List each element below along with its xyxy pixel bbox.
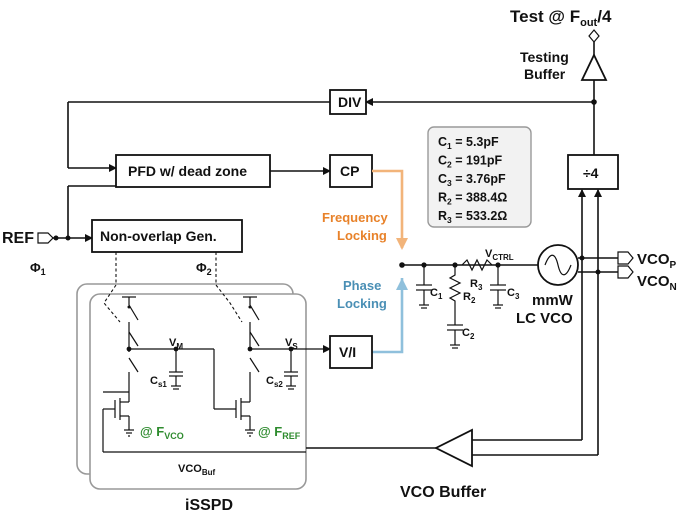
component-values-box xyxy=(427,126,532,228)
component-values-list: C1 = 5.3pF C2 = 191pF C3 = 3.76pF R2 = 388.… xyxy=(438,135,507,225)
at-fref-label: @ FREF xyxy=(258,424,301,441)
vctrl-label: VCTRL xyxy=(485,248,514,262)
frequency-locking-label-2: Locking xyxy=(337,228,387,243)
component-value-row: C2 = 191pF xyxy=(438,154,503,170)
iss-pd-label: iSSPD xyxy=(185,497,233,514)
cp-label: CP xyxy=(340,163,359,179)
ref-port xyxy=(37,232,54,244)
vcon-port xyxy=(617,265,634,279)
phi1-label: Φ1 xyxy=(30,260,46,277)
testing-buffer-label-1: Testing xyxy=(520,49,569,65)
c1-label: C1 xyxy=(430,287,443,301)
sine-wave-icon xyxy=(544,254,572,276)
iss-pd-right-channel xyxy=(213,296,331,437)
test-output-port xyxy=(588,29,600,43)
c2-label: C2 xyxy=(462,327,475,341)
vs-label: VS xyxy=(285,337,298,351)
frequency-locking-path xyxy=(372,169,404,248)
vcobuf-label: VCOBuf xyxy=(178,463,216,477)
r3-label: R3 xyxy=(470,278,483,292)
component-value-row: C1 = 5.3pF xyxy=(438,135,499,151)
vco-label-1: mmW xyxy=(532,292,574,309)
phase-locking-path xyxy=(372,278,404,354)
vcop-label: VCOP xyxy=(637,251,677,271)
vi-block xyxy=(329,335,373,369)
test-output-label: Test @ Fout/4 xyxy=(510,7,612,29)
testing-buffer xyxy=(580,52,608,81)
div-label: DIV xyxy=(338,94,362,110)
cs1-label: Cs1 xyxy=(150,375,167,389)
c3-label: C3 xyxy=(507,287,520,301)
component-value-row: R2 = 388.4Ω xyxy=(438,191,507,207)
ref-label: REF xyxy=(2,230,34,247)
at-fvco-label: @ FVCO xyxy=(140,424,184,441)
vcop-port xyxy=(617,251,634,265)
divide-by-4-block xyxy=(567,154,619,190)
r2-label: R2 xyxy=(463,291,476,305)
iss-pd-left-channel xyxy=(102,296,214,452)
testing-buffer-label-2: Buffer xyxy=(524,66,566,82)
pfd-label: PFD w/ dead zone xyxy=(128,163,247,179)
iss-pd-front-frame xyxy=(89,293,307,490)
vco-buffer-label: VCO Buffer xyxy=(400,484,486,501)
vco-label-2: LC VCO xyxy=(516,310,573,327)
non-overlap-generator-label: Non-overlap Gen. xyxy=(100,228,217,244)
non-overlap-generator-block xyxy=(91,219,243,253)
component-value-row: R3 = 533.2Ω xyxy=(438,209,507,225)
component-value-row: C3 = 3.76pF xyxy=(438,172,506,188)
vm-label: VM xyxy=(169,337,183,351)
phase-locking-label-2: Locking xyxy=(337,296,387,311)
vcon-label: VCON xyxy=(637,273,677,293)
phi2-label: Φ2 xyxy=(196,260,212,277)
vi-label: V/I xyxy=(339,344,356,360)
cp-block xyxy=(329,154,373,188)
divide-by-4-label: ÷4 xyxy=(583,165,599,181)
phase-locking-label-1: Phase xyxy=(343,278,381,293)
frequency-locking-label-1: Frequency xyxy=(322,210,389,225)
cs2-label: Cs2 xyxy=(266,375,283,389)
vco-buffer xyxy=(433,428,473,468)
